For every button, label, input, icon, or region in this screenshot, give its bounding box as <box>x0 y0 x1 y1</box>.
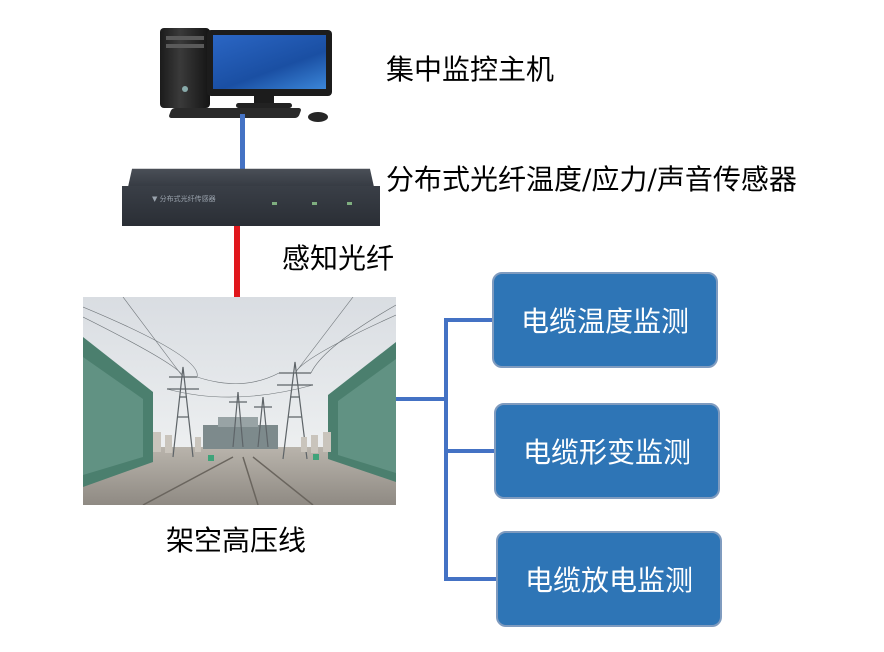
branch-connector-temperature <box>444 318 492 322</box>
sensor-device: ▼ 分布式光纤传感器 <box>122 168 380 226</box>
keyboard <box>168 108 302 118</box>
fiber-label: 感知光纤 <box>282 242 395 275</box>
computer-icon <box>0 0 340 125</box>
branch-connector-deformation <box>444 449 494 453</box>
line-label: 架空高压线 <box>166 524 307 557</box>
mouse <box>308 112 328 122</box>
discharge-monitoring-box: 电缆放电监测 <box>496 531 722 627</box>
sensing-fiber-line <box>234 226 240 297</box>
sensor-label: 分布式光纤温度/应力/声音传感器 <box>386 163 797 196</box>
photo-connector-horizontal <box>396 397 446 401</box>
host-label: 集中监控主机 <box>386 53 555 86</box>
pc-tower <box>160 28 210 108</box>
deformation-monitoring-box: 电缆形变监测 <box>494 403 720 499</box>
substation-photo <box>83 297 396 505</box>
branch-connector-discharge <box>444 577 496 581</box>
host-sensor-connector <box>240 114 245 172</box>
temperature-monitoring-box: 电缆温度监测 <box>492 272 718 368</box>
monitor <box>207 30 332 96</box>
